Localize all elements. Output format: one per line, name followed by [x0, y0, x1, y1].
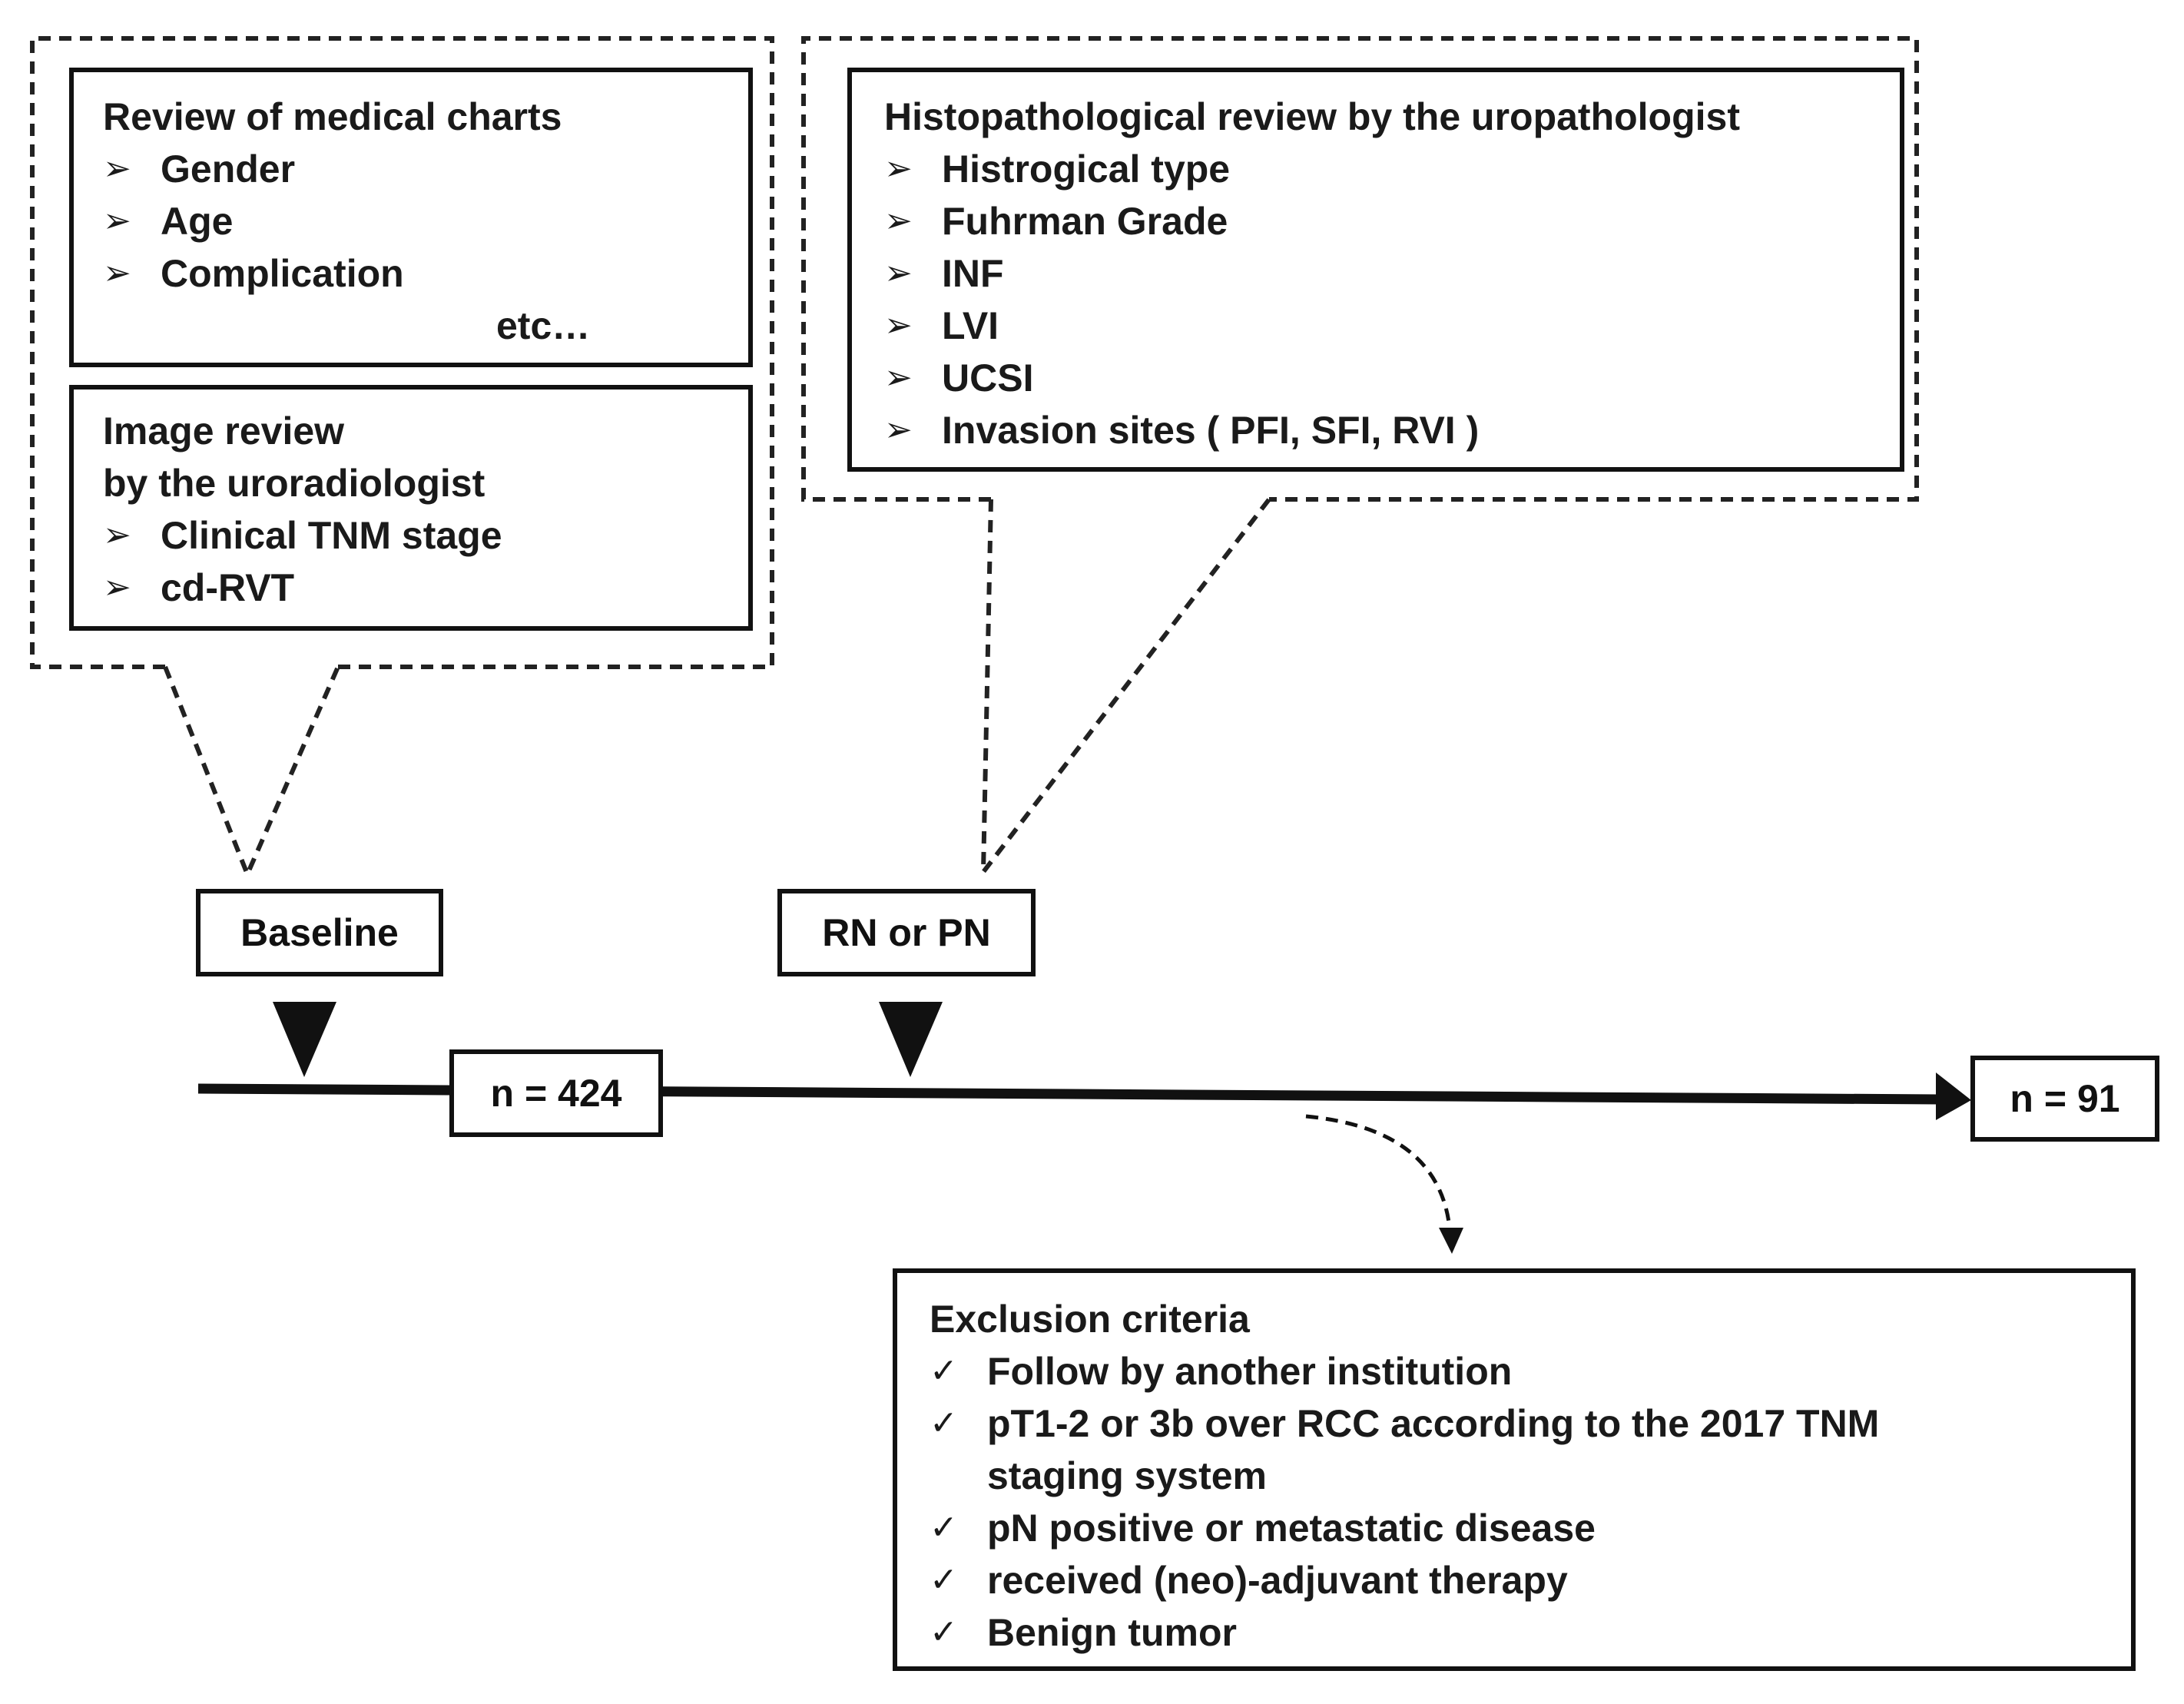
list-item: ➢Gender: [103, 143, 404, 195]
image-review-list: ➢Clinical TNM stage ➢cd-RVT: [103, 509, 502, 614]
list-item: ➢LVI: [884, 300, 1479, 352]
arrow-bullet-icon: ➢: [884, 411, 913, 449]
list-item: ➢Fuhrman Grade: [884, 195, 1479, 247]
exclusion-list: ✓Follow by another institution ✓pT1-2 or…: [930, 1345, 1879, 1659]
image-review-title-line2: by the uroradiologist: [103, 462, 486, 505]
list-item: staging system: [987, 1454, 1268, 1497]
surgery-marker-triangle: [879, 1002, 943, 1077]
check-icon: ✓: [930, 1613, 958, 1651]
list-item: ➢UCSI: [884, 352, 1479, 404]
list-item: ➢Age: [103, 195, 404, 247]
list-item: ➢INF: [884, 247, 1479, 300]
end-count-box: n = 91: [1970, 1056, 2159, 1142]
list-item: ✓pT1-2 or 3b over RCC according to the 2…: [930, 1397, 1879, 1450]
arrow-bullet-icon: ➢: [884, 359, 913, 396]
timeline-arrowhead: [1936, 1072, 1971, 1120]
list-item: ✓Benign tumor: [930, 1606, 1879, 1659]
medical-charts-etc: etc…: [496, 304, 591, 347]
left-dashed-group-frame: [30, 36, 774, 669]
image-review-title-line1: Image review: [103, 409, 345, 453]
arrow-bullet-icon: ➢: [103, 516, 131, 554]
histopathology-title: Histopathological review by the uropatho…: [884, 95, 1740, 138]
arrow-bullet-icon: ➢: [884, 254, 913, 292]
histopathology-box: Histopathological review by the uropatho…: [847, 68, 1904, 472]
check-icon: ✓: [930, 1509, 958, 1547]
surgery-box: RN or PN: [777, 889, 1036, 976]
baseline-label: Baseline: [240, 911, 399, 954]
list-item: ➢Complication: [103, 247, 404, 300]
right-callout-pointer: [980, 498, 1271, 880]
exclusion-curved-arrow: [1305, 1114, 1453, 1238]
surgery-label: RN or PN: [822, 911, 991, 954]
right-dashed-group-frame: [801, 36, 1919, 502]
baseline-box: Baseline: [196, 889, 443, 976]
baseline-marker-triangle: [273, 1002, 336, 1077]
start-count-box: n = 424: [449, 1049, 663, 1137]
end-count-label: n = 91: [2010, 1077, 2120, 1120]
arrow-bullet-icon: ➢: [884, 307, 913, 344]
left-callout-pointer: [163, 665, 340, 880]
exclusion-title: Exclusion criteria: [930, 1298, 1250, 1341]
arrow-bullet-icon: ➢: [103, 569, 131, 606]
list-item: ➢Histrogical type: [884, 143, 1479, 195]
start-count-label: n = 424: [490, 1072, 622, 1115]
list-item: ✓Follow by another institution: [930, 1345, 1879, 1397]
medical-charts-title: Review of medical charts: [103, 95, 562, 138]
check-icon: ✓: [930, 1561, 958, 1599]
arrow-bullet-icon: ➢: [103, 254, 131, 292]
arrow-bullet-icon: ➢: [103, 150, 131, 187]
arrow-bullet-icon: ➢: [103, 202, 131, 240]
list-item: ✓pN positive or metastatic disease: [930, 1502, 1879, 1554]
medical-charts-box: Review of medical charts ➢Gender ➢Age ➢C…: [69, 68, 753, 367]
check-icon: ✓: [930, 1404, 958, 1442]
image-review-box: Image review by the uroradiologist ➢Clin…: [69, 385, 753, 631]
check-icon: ✓: [930, 1352, 958, 1390]
medical-charts-list: ➢Gender ➢Age ➢Complication: [103, 143, 404, 300]
exclusion-box: Exclusion criteria ✓Follow by another in…: [893, 1268, 2136, 1671]
list-item: ➢cd-RVT: [103, 562, 502, 614]
exclusion-arrowhead: [1439, 1228, 1463, 1254]
arrow-bullet-icon: ➢: [884, 202, 913, 240]
histopathology-list: ➢Histrogical type ➢Fuhrman Grade ➢INF ➢L…: [884, 143, 1479, 456]
list-item: ➢Clinical TNM stage: [103, 509, 502, 562]
arrow-bullet-icon: ➢: [884, 150, 913, 187]
list-item: ✓received (neo)-adjuvant therapy: [930, 1554, 1879, 1606]
list-item: ➢Invasion sites ( PFI, SFI, RVI ): [884, 404, 1479, 456]
